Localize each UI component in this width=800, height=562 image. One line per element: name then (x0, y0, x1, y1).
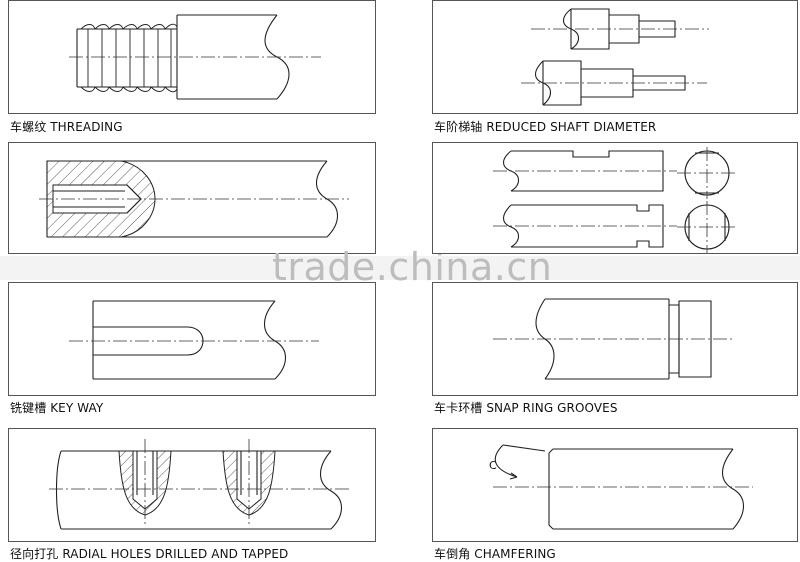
caption-chamfer: 车倒角 CHAMFERING (434, 547, 556, 561)
panel-keyway (8, 282, 376, 396)
radial-holes-drawing (49, 439, 349, 530)
thread-crests (80, 23, 178, 93)
snap-ring-drawing (493, 298, 733, 380)
chamfer-arc (494, 444, 518, 478)
keyway-drawing (69, 300, 319, 380)
caption-reduced-shaft: 车阶梯轴 REDUCED SHAFT DIAMETER (434, 120, 657, 134)
panel-snap-top (432, 142, 798, 254)
panel-reduced-shaft (432, 0, 798, 114)
reduced-shaft-drawing (521, 8, 709, 106)
shaft-body (545, 298, 669, 380)
panel-radial-holes (8, 428, 376, 542)
caption-threading: 车螺纹 THREADING (10, 120, 123, 134)
shaft-outline (92, 300, 275, 380)
threading-drawing (69, 14, 321, 100)
internal-thread-drawing (39, 160, 349, 238)
panel-snap-ring (432, 282, 798, 396)
panel-chamfer: C (432, 428, 798, 542)
panel-threading (8, 0, 376, 114)
caption-keyway: 铣键槽 KEY WAY (10, 401, 104, 415)
caption-radial-holes: 径向打孔 RADIAL HOLES DRILLED AND TAPPED (10, 547, 289, 561)
caption-snap-ring: 车卡环槽 SNAP RING GROOVES (434, 401, 618, 415)
shaft-end (678, 300, 712, 378)
panel-internal-thread (8, 142, 376, 254)
watermark-band (0, 256, 800, 280)
shaft-body (548, 448, 733, 530)
chamfer-label: C (489, 459, 497, 472)
thread-body (76, 28, 177, 88)
chamfer-drawing (493, 444, 753, 530)
snap-top-drawing (493, 147, 737, 253)
shaft-outline (61, 450, 331, 530)
